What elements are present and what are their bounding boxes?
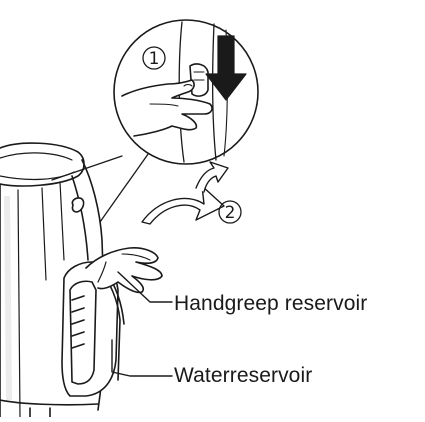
step-2-number: 2 [225,203,236,223]
lift-arrow: 2 [142,162,241,224]
curved-arrow-icon [142,186,224,224]
hand-pulling [86,248,162,293]
handle-label: Handgreep reservoir [174,292,367,316]
step-1-number: 1 [149,49,160,69]
tank-label: Waterreservoir [174,364,312,388]
zoom-detail: 1 [52,20,258,222]
tank-leader-line [112,340,172,376]
